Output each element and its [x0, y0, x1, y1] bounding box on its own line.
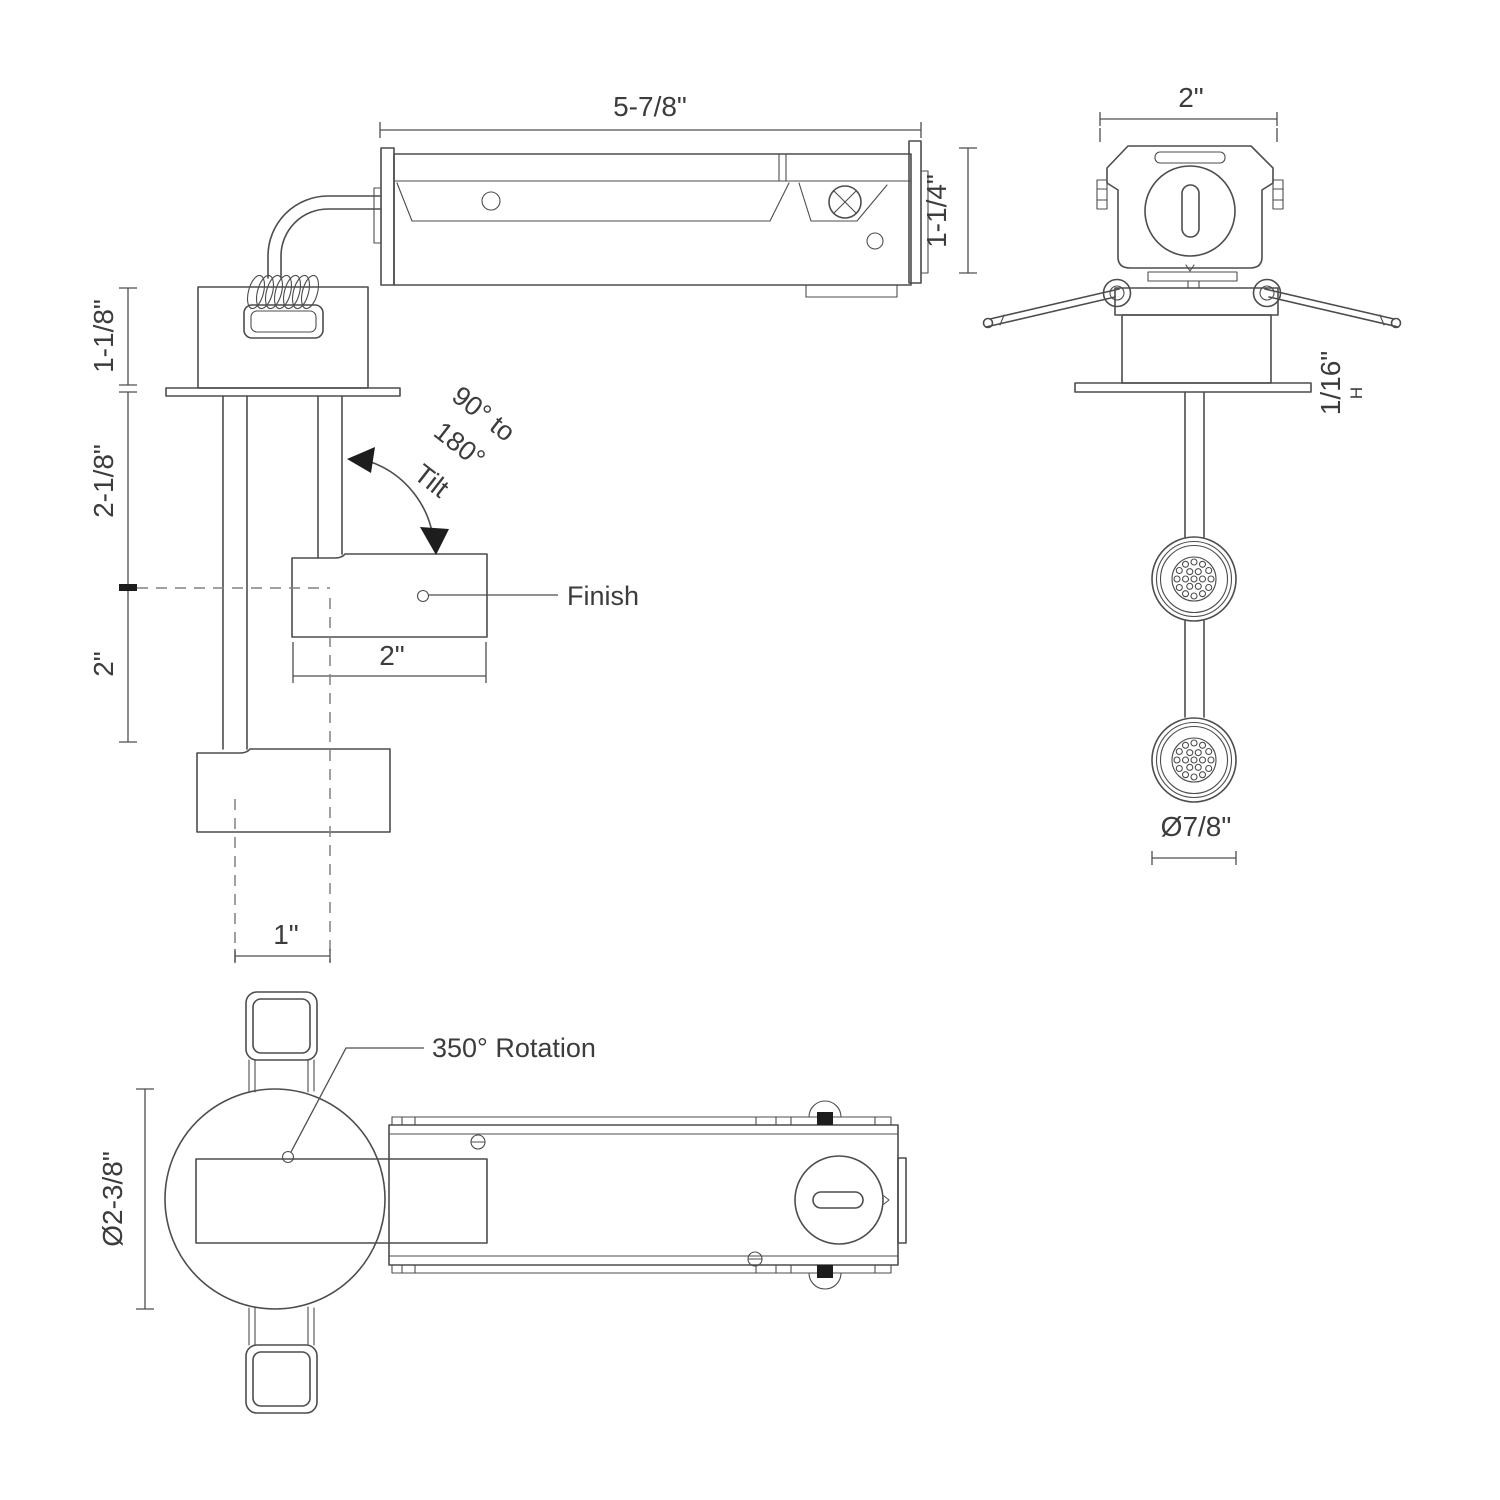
mount-rail-bottom: [391, 1264, 892, 1274]
dim-axis-offset-label: 1": [273, 919, 299, 950]
dim-trim-reveal: 1/16" H: [1315, 351, 1366, 415]
dim-stem-length-label: 2-1/8": [88, 444, 119, 518]
box-end-cap: [897, 1157, 907, 1244]
can-front-lower: [1121, 314, 1272, 384]
tilt-annotation: 90° to 180° Tilt: [347, 380, 521, 555]
bracket-screw-right: [1272, 179, 1284, 210]
stem-front: [1184, 391, 1205, 718]
plan-view: 350° Rotation Ø2-3/8": [97, 991, 907, 1414]
finish-leader-dot: [416, 589, 430, 603]
stem-down-position: [222, 395, 248, 750]
finish-label: Finish: [567, 581, 639, 611]
junction-bracket: [1096, 145, 1284, 289]
dim-trim-reveal-suffix: H: [1347, 387, 1366, 399]
dim-front-width-label: 2": [1178, 82, 1204, 113]
rail-screw-bottom: [808, 1265, 842, 1290]
finish-callout: Finish: [416, 581, 639, 611]
left-dim-column: 1-1/8" 2-1/8" 2": [88, 287, 137, 743]
box-left-bracket: [380, 147, 395, 286]
dim-box-width-label: 5-7/8": [613, 91, 687, 122]
rotation-pivot-dot: [281, 1150, 295, 1164]
front-view: 2" 1-1/4" 1/16" H: [921, 82, 1402, 865]
flex-conduit: [267, 195, 382, 279]
dim-box-height: 1-1/4": [921, 147, 977, 274]
cover-screw-1: [470, 1134, 486, 1150]
bracket-slot: [1181, 184, 1200, 238]
tilt-arrow-lower: [420, 527, 449, 555]
spring-arm-right: [1252, 278, 1402, 329]
head-front-lower: [1151, 717, 1237, 803]
axis-lines: [137, 587, 331, 962]
bracket-top-slot: [1154, 151, 1226, 164]
rotation-label: 350° Rotation: [432, 1033, 596, 1063]
box-foot-tab: [805, 284, 898, 298]
driver-box-side: [373, 140, 929, 298]
dim-box-height-label: 1-1/4": [921, 174, 952, 248]
bracket-circle: [1144, 165, 1236, 257]
dim-head-width: 2": [292, 640, 487, 683]
screw-head: [828, 185, 862, 219]
bracket-screw-left: [1096, 179, 1108, 210]
side-view: 5-7/8": [88, 91, 929, 963]
dim-axis-offset: 1": [234, 919, 331, 963]
clip-plan-bottom: [245, 1306, 318, 1414]
dim-trim-reveal-label: 1/16": [1315, 351, 1346, 415]
trim-ring-plan: [164, 1088, 386, 1310]
ceiling-flange-side: [165, 387, 401, 397]
pivot-tick: [119, 584, 137, 591]
head-down-position: [196, 748, 391, 833]
cover-screw-2: [747, 1251, 763, 1267]
knockout: [794, 1155, 890, 1245]
rail-screw-top: [808, 1100, 842, 1125]
driver-box-plan: [388, 1100, 907, 1290]
dim-head-drop-label: 2": [88, 651, 119, 677]
wire-hole: [481, 191, 501, 211]
clip-plan-top: [245, 991, 318, 1093]
mount-rail-top: [391, 1116, 892, 1126]
coil-connector-body: [243, 304, 324, 339]
tilt-arrow-upper: [347, 447, 375, 473]
lens-lower: [1171, 737, 1217, 783]
dim-head-width-label: 2": [379, 640, 405, 671]
dim-head-diameter: Ø7/8": [1151, 811, 1237, 865]
dim-trim-diameter: Ø2-3/8": [97, 1088, 154, 1310]
stem-tilted-position: [317, 395, 343, 559]
rotating-body-plan: [195, 1158, 488, 1244]
dim-recess-height-label: 1-1/8": [88, 299, 119, 373]
head-front-upper: [1151, 536, 1237, 622]
rotation-callout: 350° Rotation: [281, 1033, 596, 1164]
conduit-coil: [243, 274, 324, 339]
dim-front-width: 2": [1099, 82, 1278, 142]
ceiling-plate-front: [1074, 382, 1312, 393]
mount-hole: [866, 232, 884, 250]
dim-head-diameter-label: Ø7/8": [1161, 811, 1232, 842]
dim-trim-diameter-label: Ø2-3/8": [97, 1151, 128, 1247]
dim-box-width: 5-7/8": [379, 91, 922, 138]
rotation-leader-line: [290, 1047, 424, 1153]
lens-upper: [1171, 556, 1217, 602]
spring-arm-left: [982, 278, 1132, 329]
tilt-label: Tilt: [409, 458, 455, 503]
